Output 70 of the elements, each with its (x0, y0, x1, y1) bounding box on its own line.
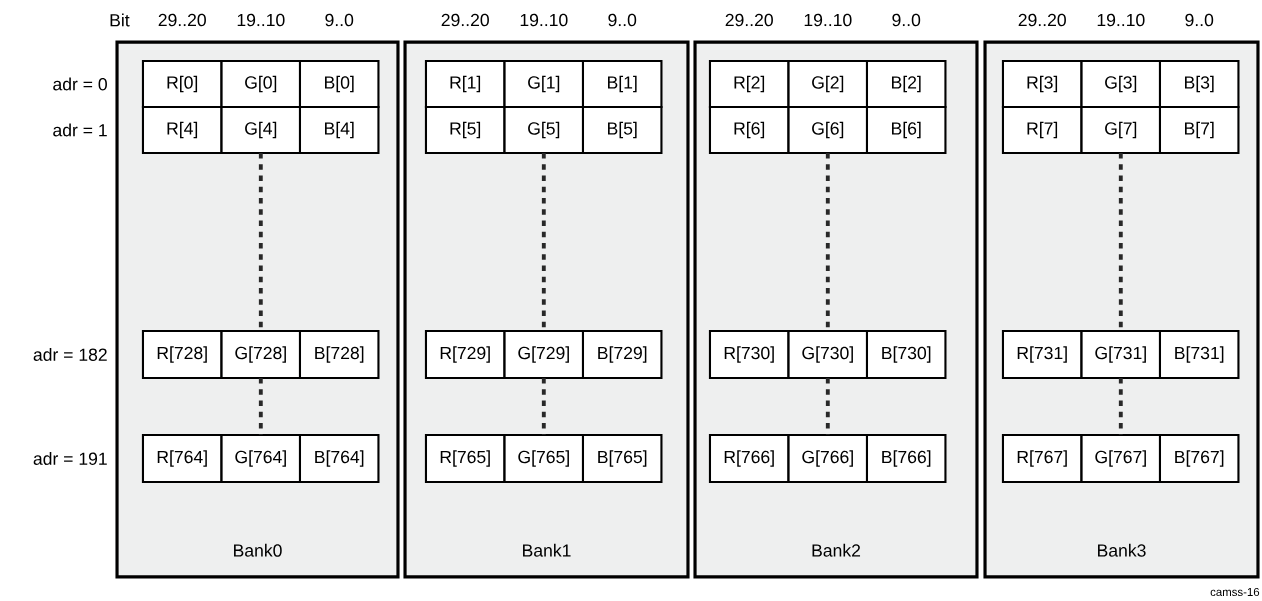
memory-cell: R[766] (708, 433, 790, 484)
memory-cell: B[730] (865, 329, 947, 380)
memory-cell: G[5] (503, 105, 585, 155)
column-header: 9..0 (325, 13, 354, 27)
column-header: 29..20 (1018, 13, 1066, 27)
memory-cell: R[3] (1001, 59, 1083, 109)
column-header: 9..0 (608, 13, 637, 27)
column-header: 29..20 (441, 13, 489, 27)
memory-cell: R[2] (708, 59, 790, 109)
column-header: 29..20 (725, 13, 773, 27)
memory-cell: B[728] (298, 329, 380, 380)
dotted-line (541, 378, 546, 435)
memory-cell: G[1] (503, 59, 585, 109)
memory-cell: G[6] (787, 105, 869, 155)
memory-cell: R[729] (424, 329, 506, 380)
address-label: adr = 1 (53, 123, 107, 137)
column-header: 19..10 (804, 13, 852, 27)
memory-cell: G[765] (503, 433, 585, 484)
column-header: Bit (110, 13, 130, 27)
memory-cell: G[767] (1080, 433, 1162, 484)
memory-cell: B[731] (1158, 329, 1240, 380)
column-header: 9..0 (892, 13, 921, 27)
memory-cell: B[5] (581, 105, 663, 155)
memory-cell: R[0] (141, 59, 223, 109)
dotted-line (258, 378, 263, 435)
memory-cell: R[4] (141, 105, 223, 155)
memory-cell: G[729] (503, 329, 585, 380)
memory-cell: G[7] (1080, 105, 1162, 155)
memory-cell: G[0] (220, 59, 302, 109)
memory-cell: G[766] (787, 433, 869, 484)
address-label: adr = 182 (33, 348, 107, 361)
memory-cell: R[728] (141, 329, 223, 380)
memory-cell: G[730] (787, 329, 869, 380)
column-header: 29..20 (158, 13, 206, 27)
memory-cell: G[2] (787, 59, 869, 109)
memory-cell: B[765] (581, 433, 663, 484)
memory-cell: R[765] (424, 433, 506, 484)
column-header: 19..10 (1097, 13, 1145, 27)
memory-cell: R[6] (708, 105, 790, 155)
column-header: 19..10 (520, 13, 568, 27)
memory-cell: B[767] (1158, 433, 1240, 484)
memory-cell: B[3] (1158, 59, 1240, 109)
memory-cell: B[4] (298, 105, 380, 155)
memory-cell: G[3] (1080, 59, 1162, 109)
memory-cell: B[764] (298, 433, 380, 484)
figure-id: camss-16 (1210, 587, 1260, 597)
memory-cell: G[4] (220, 105, 302, 155)
memory-cell: R[767] (1001, 433, 1083, 484)
memory-cell: B[729] (581, 329, 663, 380)
column-header: 9..0 (1185, 13, 1214, 27)
memory-cell: B[7] (1158, 105, 1240, 155)
memory-cell: B[0] (298, 59, 380, 109)
memory-cell: R[731] (1001, 329, 1083, 380)
memory-cell: R[1] (424, 59, 506, 109)
memory-cell: B[1] (581, 59, 663, 109)
address-label: adr = 0 (53, 77, 107, 91)
memory-cell: B[766] (865, 433, 947, 484)
memory-cell: B[2] (865, 59, 947, 109)
memory-cell: R[764] (141, 433, 223, 484)
dotted-line (825, 378, 830, 435)
memory-cell: G[731] (1080, 329, 1162, 380)
memory-cell: G[764] (220, 433, 302, 484)
memory-cell: R[730] (708, 329, 790, 380)
address-label: adr = 191 (33, 452, 107, 465)
memory-cell: R[7] (1001, 105, 1083, 155)
memory-cell: B[6] (865, 105, 947, 155)
column-header: 19..10 (237, 13, 285, 27)
memory-cell: G[728] (220, 329, 302, 380)
memory-cell: R[5] (424, 105, 506, 155)
dotted-line (1118, 378, 1123, 435)
